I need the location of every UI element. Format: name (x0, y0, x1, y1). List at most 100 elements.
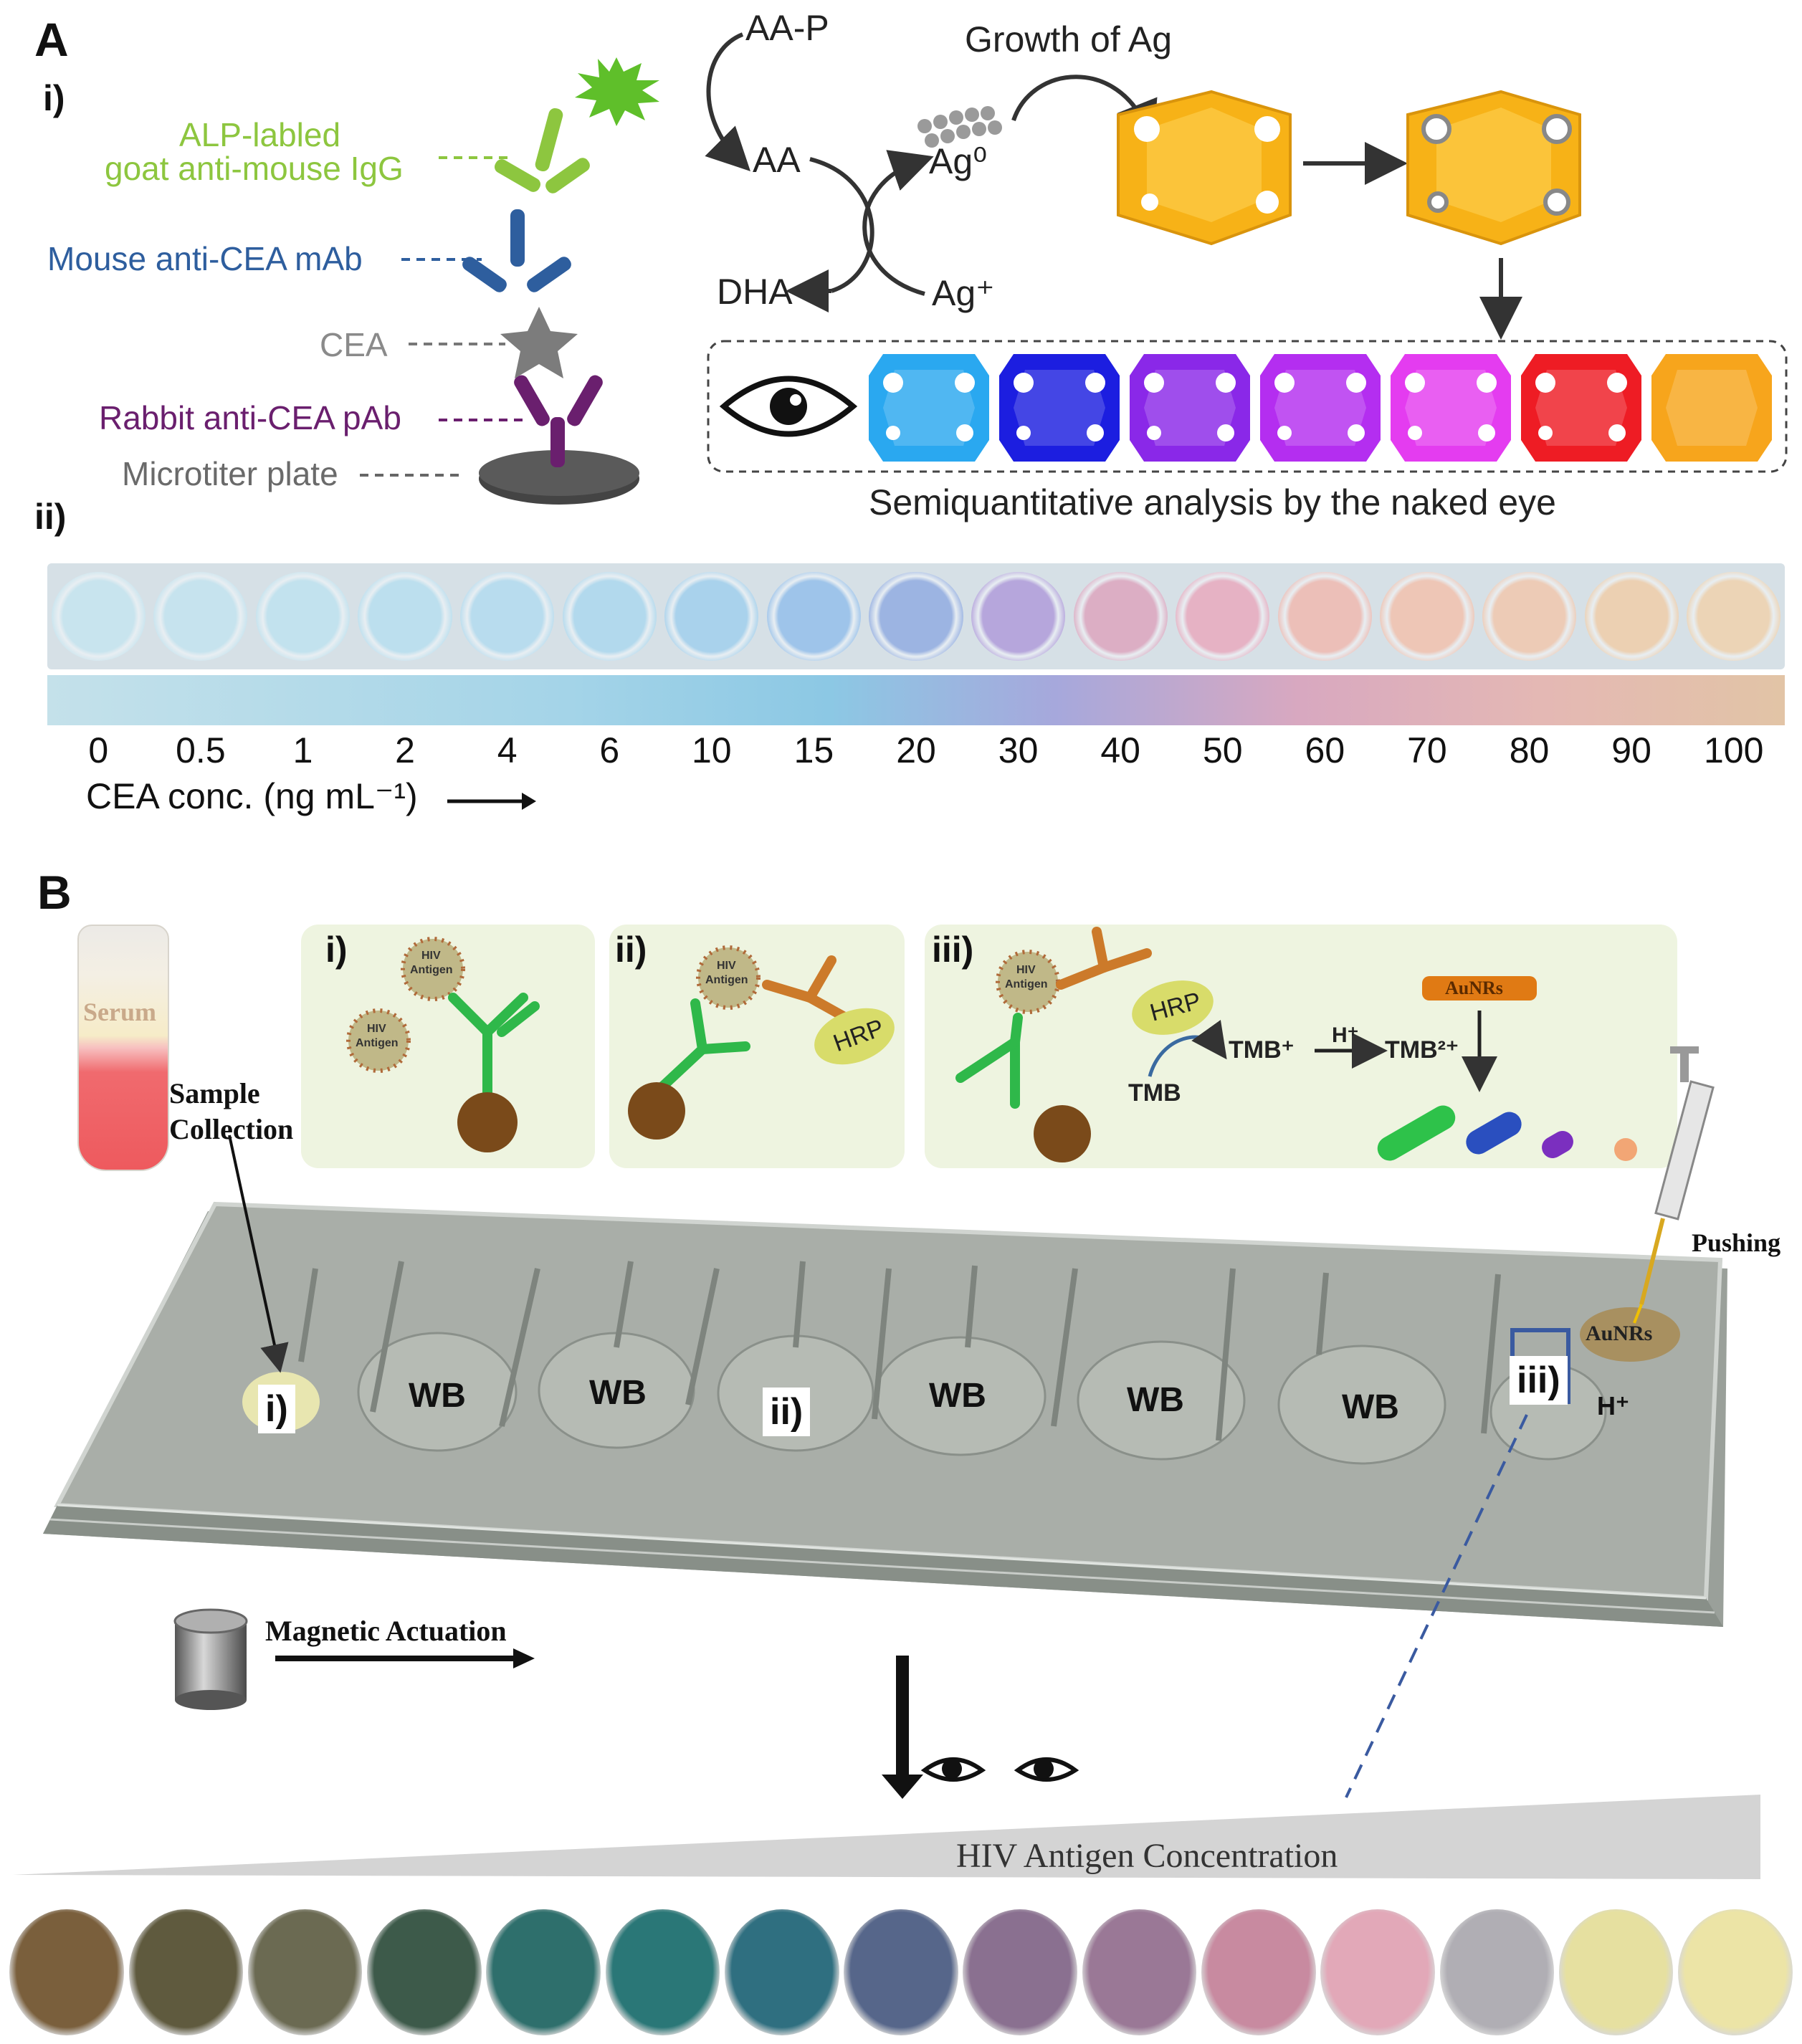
hiv-antigen-2 (346, 1008, 411, 1073)
hiv-concentration-wedge (13, 1795, 1760, 1879)
cea-conc-value-2: 0.5 (176, 730, 226, 770)
cea-conc-value-6: 6 (599, 730, 620, 770)
mouse-mab-label: Mouse anti-CEA mAb (47, 240, 363, 277)
cea-conc-value-9: 20 (896, 730, 936, 770)
hiv-well-11 (1201, 1909, 1316, 2035)
hiv-well-15 (1678, 1909, 1793, 2035)
aunrs-banner-label: AuNRs (1445, 978, 1503, 998)
hiv-antigen-text-3b: Antigen (705, 974, 748, 986)
wb-label-2: WB (589, 1374, 647, 1412)
hrp-antibody-ii (762, 955, 851, 1023)
chip-hplus-label: H⁺ (1597, 1391, 1629, 1420)
magnetic-bead-iii (1034, 1105, 1091, 1162)
gold-cube-2 (1406, 90, 1581, 246)
color-cube-6 (1521, 354, 1641, 462)
hiv-well-13 (1439, 1909, 1555, 2035)
magnetic-actuation-arrow (275, 1648, 535, 1668)
hiv-antigen-text-2a: HIV (367, 1023, 386, 1035)
color-cube-4 (1260, 354, 1381, 462)
wb-label-3: WB (929, 1377, 986, 1415)
aunr-rod-2 (1466, 1112, 1522, 1155)
naked-eye-caption: Semiquantitative analysis by the naked e… (869, 482, 1556, 522)
hiv-antigen-text-4a: HIV (1016, 964, 1036, 976)
hiv-well-2 (128, 1909, 244, 2035)
cea-well-13 (1277, 571, 1372, 662)
hrp-antibody-iii (1056, 927, 1152, 990)
cea-well-2 (153, 571, 248, 662)
cea-well-4 (358, 571, 452, 662)
cea-well-10 (971, 571, 1066, 662)
alp-label-line2: goat anti-mouse IgG (105, 150, 404, 187)
hiv-well-14 (1558, 1909, 1674, 2035)
color-cube-7 (1651, 354, 1772, 462)
hiv-antigen-3 (696, 945, 761, 1010)
tmbplus-label: TMB⁺ (1229, 1036, 1295, 1064)
growth-label: Growth of Ag (965, 19, 1173, 59)
aunr-rod-1 (1377, 1105, 1456, 1161)
ag-cluster-shape (917, 106, 1002, 148)
cea-conc-value-7: 10 (692, 730, 732, 770)
cea-well-6 (562, 571, 657, 662)
cea-well-11 (1073, 571, 1168, 662)
cea-label: CEA (320, 326, 388, 363)
hiv-well-4 (367, 1909, 482, 2035)
panel-a-sub-ii: ii) (34, 497, 67, 537)
hplus-label: H⁺ (1332, 1023, 1359, 1047)
wb-label-4: WB (1127, 1381, 1184, 1419)
hiv-well-6 (605, 1909, 720, 2035)
cea-wells (47, 563, 1785, 669)
cea-conc-value-17: 100 (1703, 730, 1764, 770)
color-cube-5 (1391, 354, 1511, 462)
capture-antibody-iii (955, 1013, 1023, 1109)
cea-conc-value-5: 4 (497, 730, 518, 770)
agplus-label: Ag⁺ (932, 273, 995, 313)
cea-well-5 (460, 571, 555, 662)
aunr-rod-3 (1542, 1131, 1573, 1158)
cea-conc-label: CEA conc. (ng mL⁻¹) (86, 776, 418, 816)
eye-right-icon (1014, 1757, 1079, 1782)
hiv-antigen-text-2b: Antigen (356, 1037, 399, 1049)
cea-star-shape (500, 307, 578, 378)
capture-antibody-ii (654, 998, 750, 1094)
capture-antibody-i (448, 993, 540, 1102)
immunoassay-sandwich-diagram (360, 57, 659, 505)
rabbit-antibody-shape (514, 375, 603, 467)
hiv-antigen-text-1a: HIV (421, 950, 441, 962)
syringe-and-arrows (228, 1046, 1715, 1798)
pushing-label: Pushing (1692, 1228, 1781, 1257)
sample-label-line1: Sample (169, 1077, 260, 1109)
aunrs-reservoir (1580, 1307, 1680, 1362)
mouse-antibody-shape (462, 209, 571, 292)
cea-well-3 (255, 571, 351, 662)
cea-well-15 (1482, 571, 1577, 662)
cea-well-16 (1584, 571, 1679, 662)
readout-arrow-and-eyes (882, 1656, 1079, 1799)
reaction-arrows (705, 32, 1788, 473)
magnetic-bead-ii (628, 1082, 685, 1140)
cea-well-9 (869, 571, 963, 662)
panel-b-letter: B (37, 866, 72, 919)
chip-tag-iii: iii) (1510, 1356, 1568, 1405)
chip-tag-ii: ii) (763, 1388, 811, 1436)
hiv-wells (0, 1899, 1802, 2043)
eye-left-icon (920, 1757, 986, 1782)
cea-conc-value-4: 2 (395, 730, 415, 770)
color-cube-1 (869, 354, 989, 462)
hiv-antigen-text-4b: Antigen (1005, 978, 1048, 990)
hiv-well-8 (844, 1909, 958, 2035)
aunrs-banner (1422, 976, 1537, 1000)
aap-label: AA-P (745, 8, 829, 48)
alp-label-line1: ALP-labled (179, 116, 341, 153)
cea-conc-value-11: 40 (1100, 730, 1140, 770)
step-ii-label: ii) (615, 930, 647, 970)
color-cube-2 (999, 354, 1120, 462)
step-i-label: i) (325, 930, 348, 970)
wb-label-5: WB (1342, 1388, 1399, 1426)
cea-conc-value-13: 60 (1305, 730, 1345, 770)
rabbit-pab-label: Rabbit anti-CEA pAb (99, 399, 401, 436)
chip-aunrs-label: AuNRs (1586, 1322, 1653, 1345)
hiv-well-1 (9, 1909, 124, 2035)
cea-gradient-bar (47, 675, 1785, 725)
cea-well-17 (1687, 571, 1781, 662)
